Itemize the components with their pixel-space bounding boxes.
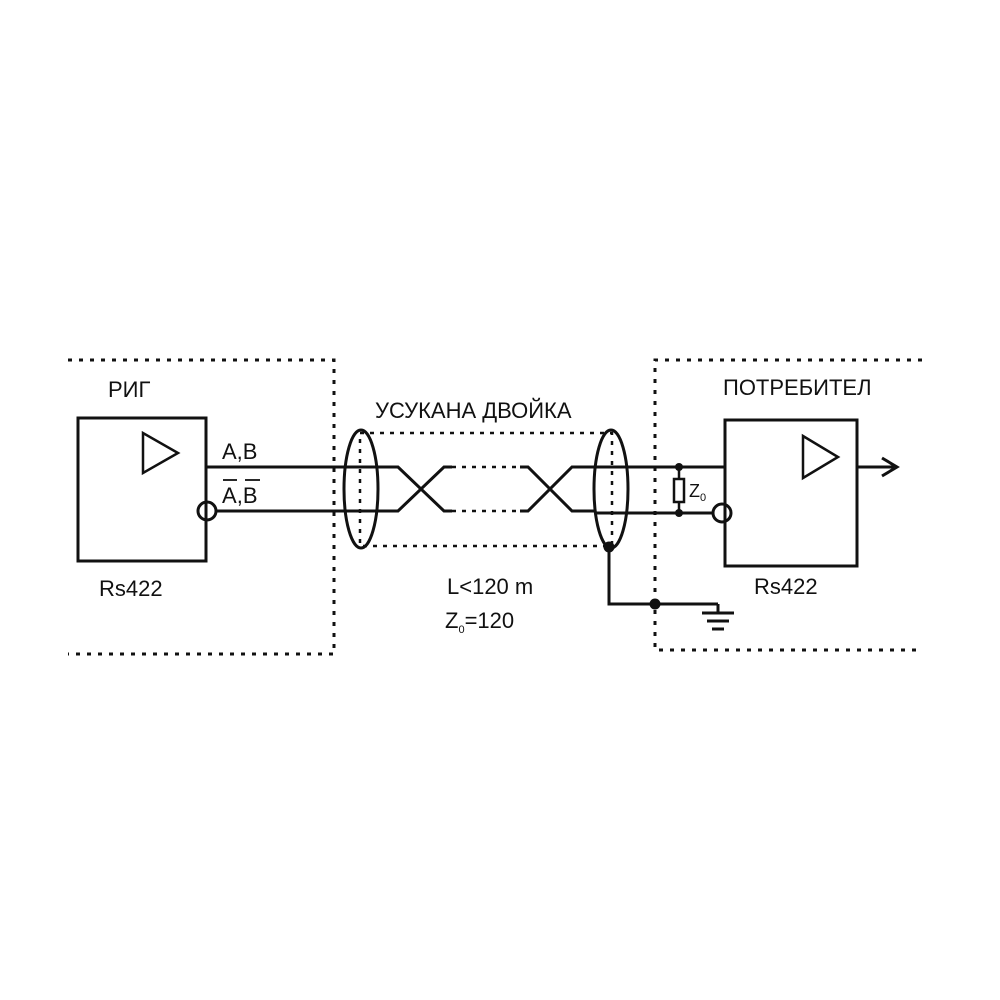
resistor-dot-bottom (675, 509, 683, 517)
cable-title: УСУКАНА ДВОЙКА (375, 398, 572, 423)
load-amplifier-icon (801, 433, 841, 481)
source-title: РИГ (108, 377, 150, 402)
termination-resistor-icon (672, 467, 686, 513)
load-enclosure (653, 358, 922, 652)
cable-impedance: Z0=120 (445, 608, 514, 636)
source-enclosure (68, 358, 336, 656)
source-amplifier-icon (141, 430, 181, 476)
signal-ab-label: A,B (222, 439, 257, 464)
twisted-pair-icon (372, 465, 595, 513)
shield-ring-left (342, 428, 380, 550)
ground-junction-dot (649, 598, 661, 610)
source-driver-box (76, 416, 208, 563)
output-arrow-icon (881, 456, 900, 478)
load-title: ПОТРЕБИТЕЛ (723, 375, 872, 400)
load-inverted-input-icon (711, 502, 733, 524)
terminator-label: Z0 (689, 481, 706, 504)
signal-ab-inverted-label: A,B (222, 483, 258, 508)
ground-icon (702, 604, 734, 631)
cable-shield (358, 431, 614, 548)
shield-ground-wire (607, 547, 718, 606)
load-chip-label: Rs422 (754, 574, 818, 599)
shield-ring-right (592, 428, 630, 550)
load-receiver-box (723, 418, 859, 568)
source-chip-label: Rs422 (99, 576, 163, 601)
cable-length: L<120 m (447, 574, 533, 599)
resistor-dot-top (675, 463, 683, 471)
